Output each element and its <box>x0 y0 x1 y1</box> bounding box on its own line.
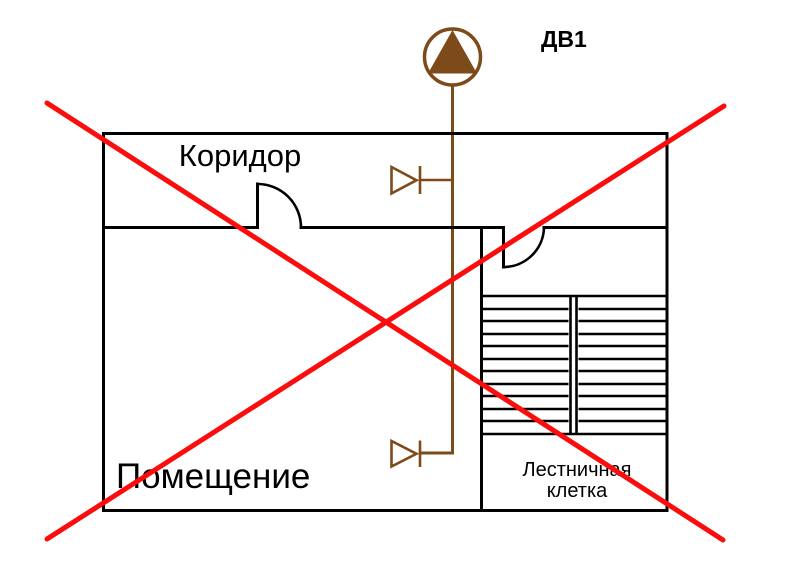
exhaust-fan-icon <box>422 27 483 87</box>
staircase-label-line2: клетка <box>547 480 608 502</box>
door-corridor <box>256 182 303 229</box>
fan-tag-label: ДВ1 <box>541 26 587 52</box>
fire-damper-bottom-icon <box>390 438 422 469</box>
stair-stringer-gap <box>568 297 579 433</box>
red-x-cross-out <box>44 100 727 543</box>
staircase <box>481 294 667 436</box>
door-swing-arc <box>503 227 546 269</box>
corridor-label: Коридор <box>179 138 301 173</box>
fire-damper-top-icon <box>390 164 453 196</box>
duct-riser <box>420 84 454 455</box>
cross-line-ascending <box>44 103 727 542</box>
door-swing-arc <box>257 182 303 228</box>
